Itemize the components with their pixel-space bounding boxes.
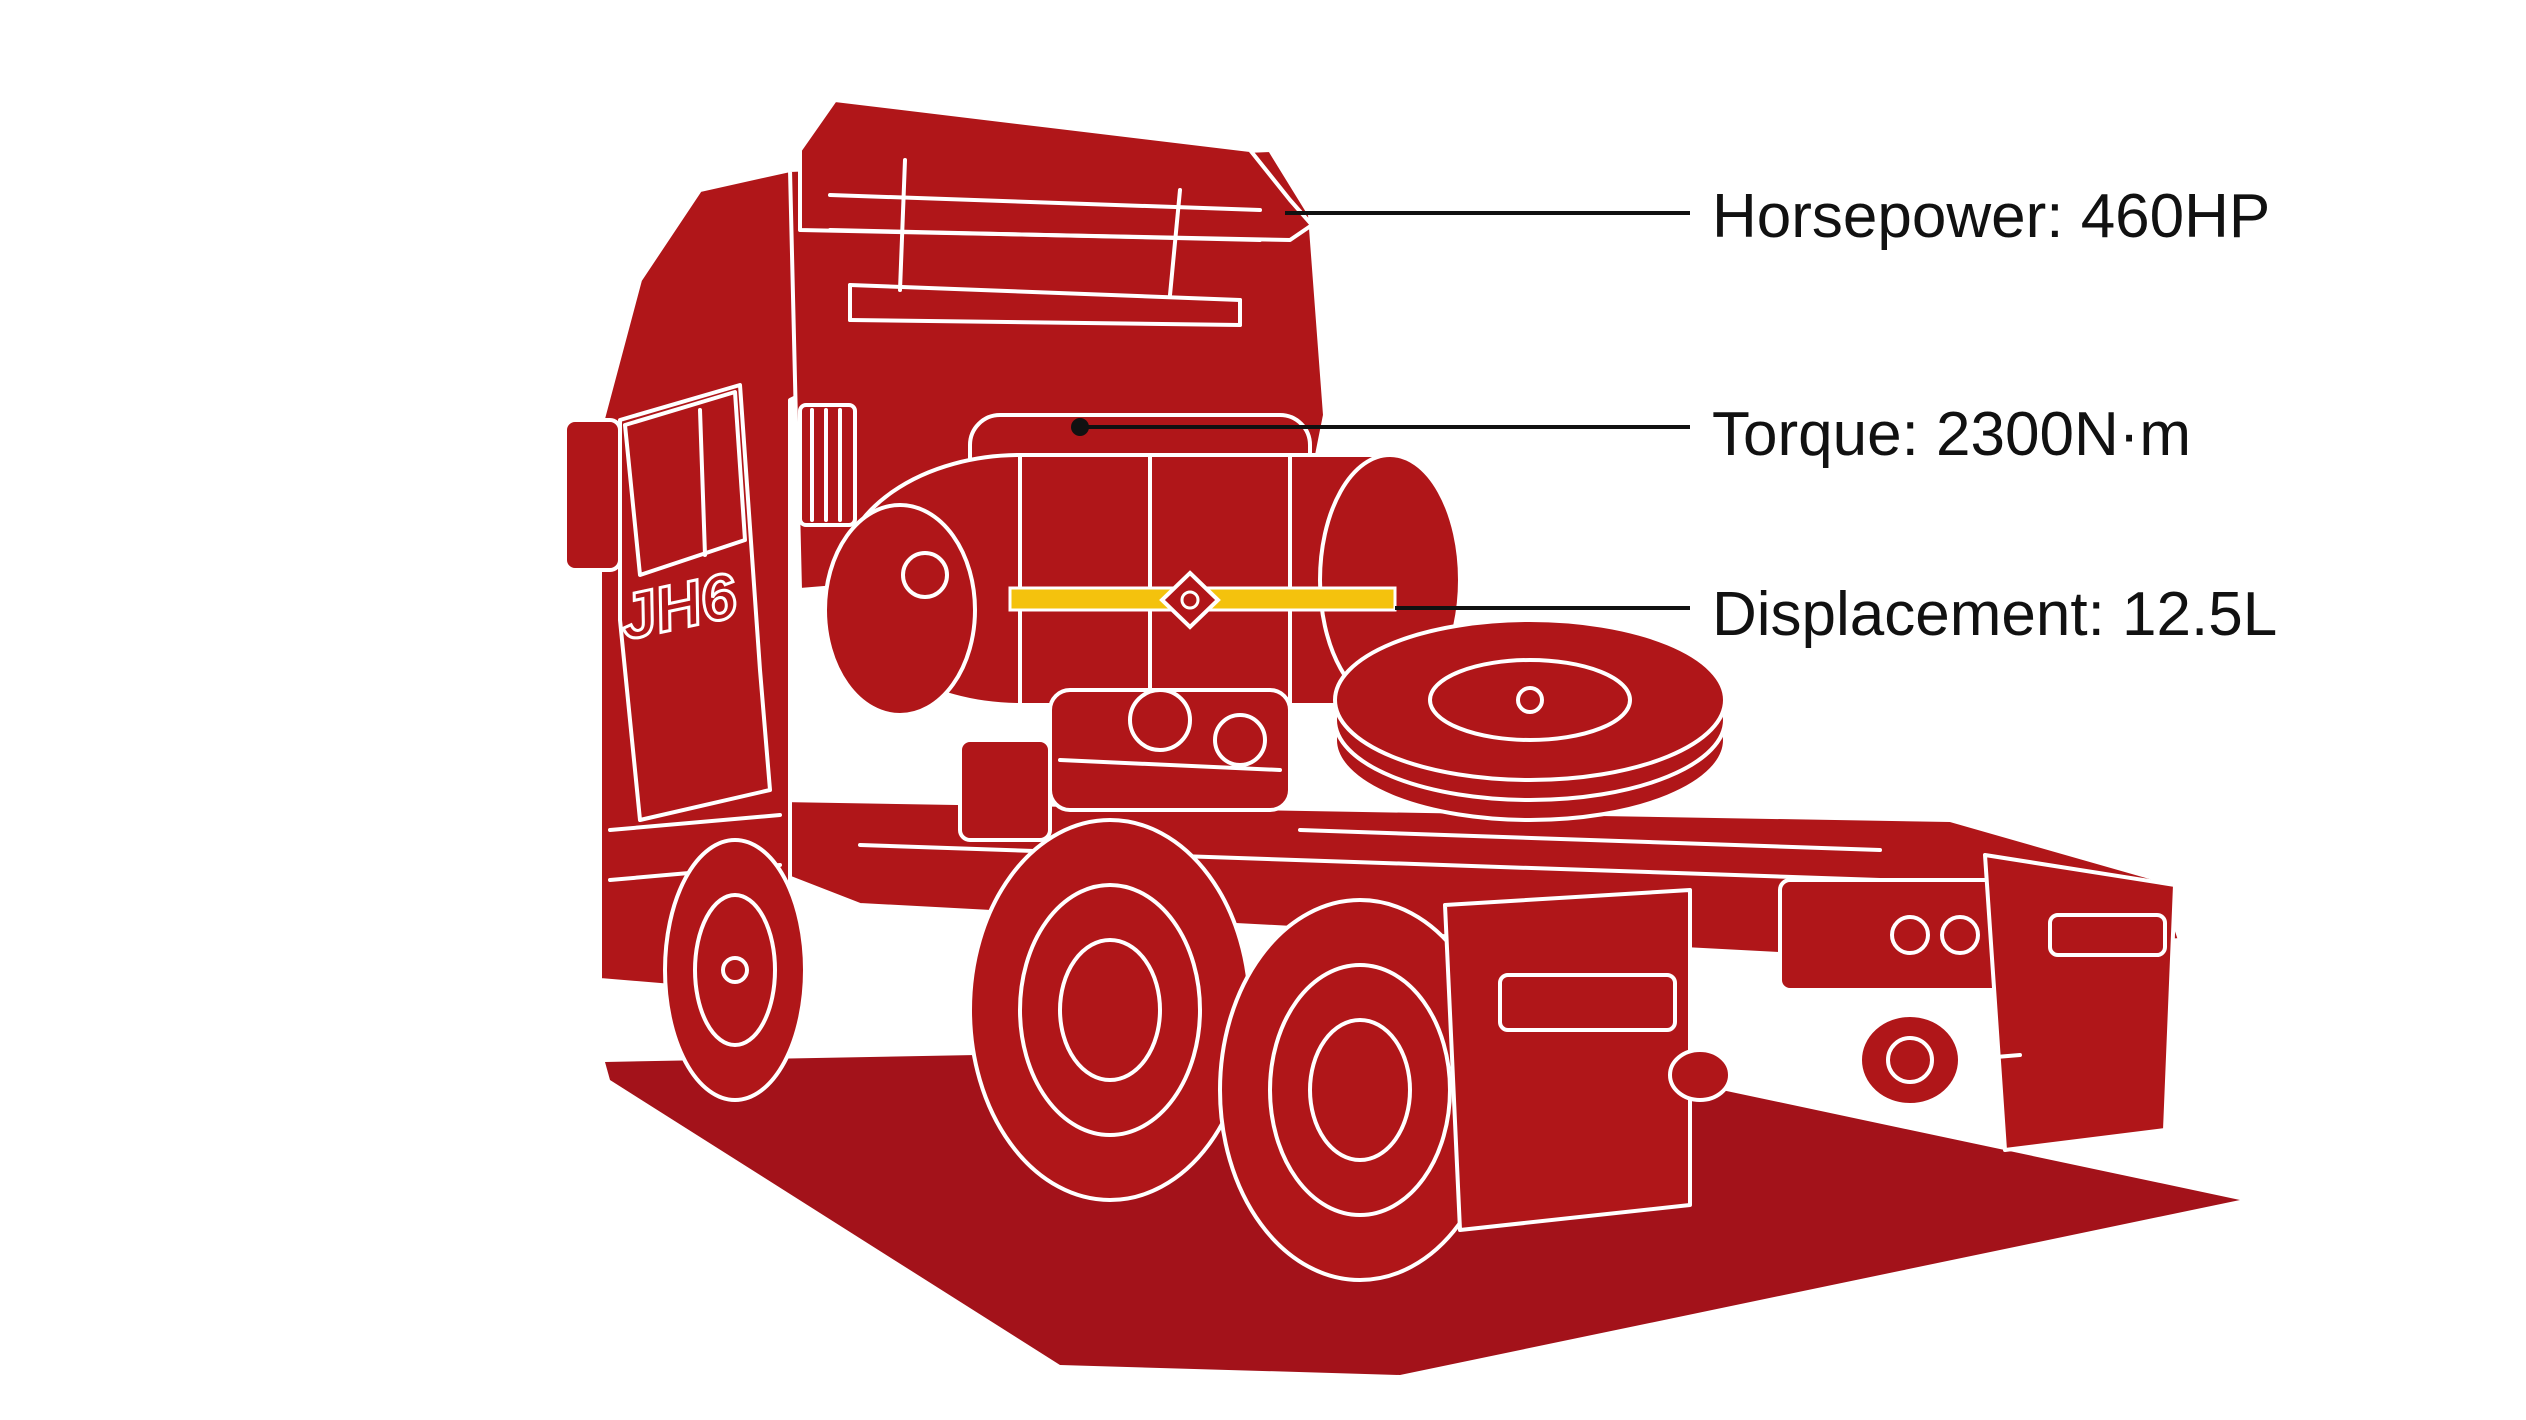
side-mirror — [563, 418, 622, 572]
callout-leaders — [1080, 211, 1690, 610]
hazard-diamond-icon — [1159, 570, 1221, 630]
spec-label-displacement: Displacement: 12.5L — [1712, 580, 2278, 649]
spare-wheel — [1333, 618, 1727, 822]
spec-label-horsepower: Horsepower: 460HP — [1712, 182, 2271, 251]
engine-detail — [958, 688, 1292, 842]
rear-wheel-forward — [968, 818, 1252, 1202]
cab — [563, 98, 1327, 992]
cab-window — [623, 390, 747, 577]
roof-deflector — [798, 98, 1314, 242]
drive-axle — [1668, 1013, 2022, 1107]
right-mudflap — [1983, 853, 2177, 1152]
front-wheel — [663, 838, 807, 1102]
left-mudflap — [1443, 888, 1692, 1232]
spec-label-torque: Torque: 2300N·m — [1712, 400, 2192, 469]
anchor-dot-torque — [1071, 418, 1089, 436]
